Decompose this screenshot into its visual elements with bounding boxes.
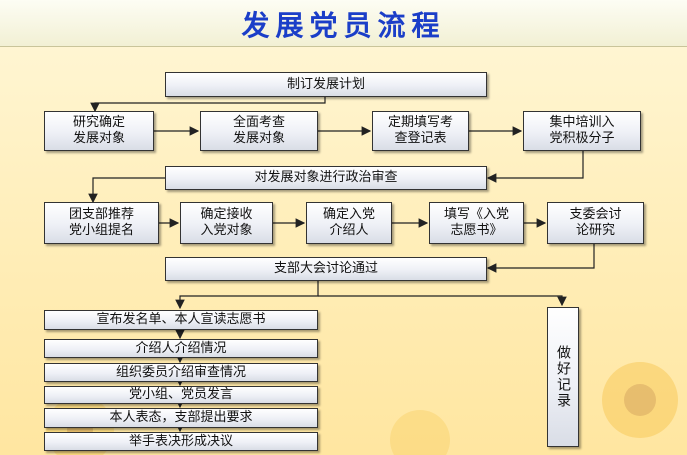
node-committee: 支委会讨 论研究: [547, 202, 644, 244]
node-political: 对发展对象进行政治审查: [165, 166, 487, 190]
node-intro-info: 介绍人介绍情况: [44, 339, 318, 358]
node-recommend: 团支部推荐 党小组提名: [44, 202, 159, 244]
node-org-review: 组织委员介绍审查情况: [44, 363, 318, 382]
node-training: 集中培训入 党积极分子: [523, 111, 641, 151]
node-record: 做好记录: [547, 307, 579, 447]
node-attitude: 本人表态，支部提出要求: [44, 408, 318, 428]
node-introducer: 确定入党 介绍人: [306, 202, 392, 244]
node-research: 研究确定 发展对象: [44, 111, 154, 151]
node-assembly: 支部大会讨论通过: [165, 257, 487, 281]
node-speech: 党小组、党员发言: [44, 386, 318, 404]
title-bar: 发展党员流程: [0, 0, 687, 47]
node-application: 填写《入党 志愿书》: [429, 202, 524, 244]
node-receive: 确定接收 入党对象: [180, 202, 273, 244]
node-review: 全面考查 发展对象: [200, 111, 318, 151]
node-announce: 宣布发名单、本人宣读志愿书: [44, 310, 318, 330]
page-title: 发展党员流程: [241, 9, 446, 42]
node-vote: 举手表决形成决议: [44, 432, 318, 451]
node-plan: 制订发展计划: [165, 72, 487, 97]
node-form: 定期填写考 查登记表: [372, 111, 469, 151]
